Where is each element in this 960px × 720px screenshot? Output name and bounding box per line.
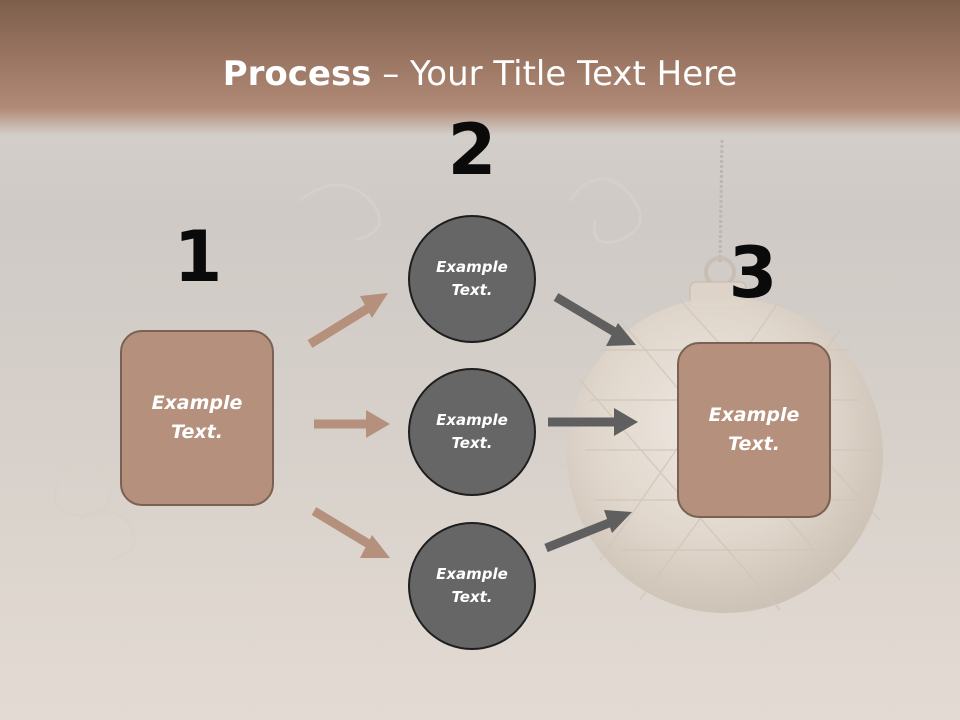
title-rest: – Your Title Text Here xyxy=(371,54,738,94)
output-box-text: Example Text. xyxy=(708,404,800,455)
process-circle-text: Example Text. xyxy=(436,258,508,299)
arrow-right-icon xyxy=(311,507,390,558)
input-box-text: Example Text. xyxy=(151,392,243,443)
step-number-2: 2 xyxy=(447,109,497,191)
arrow-right-icon xyxy=(553,293,636,346)
slide-title: Process – Your Title Text Here xyxy=(0,52,960,96)
input-box[interactable]: Example Text. xyxy=(120,330,274,506)
process-circle-top[interactable]: Example Text. xyxy=(408,215,536,343)
process-circle-bottom[interactable]: Example Text. xyxy=(408,522,536,650)
process-circle-text: Example Text. xyxy=(436,411,508,452)
arrow-right-icon xyxy=(314,410,390,438)
step-number-1: 1 xyxy=(173,216,223,298)
process-circle-text: Example Text. xyxy=(436,565,508,606)
arrow-right-icon xyxy=(544,510,632,553)
header-band xyxy=(0,0,960,135)
output-box[interactable]: Example Text. xyxy=(677,342,831,518)
step-number-3: 3 xyxy=(728,232,778,314)
title-bold: Process xyxy=(222,54,372,94)
process-circle-middle[interactable]: Example Text. xyxy=(408,368,536,496)
arrow-right-icon xyxy=(548,408,638,436)
arrow-right-icon xyxy=(307,293,388,348)
